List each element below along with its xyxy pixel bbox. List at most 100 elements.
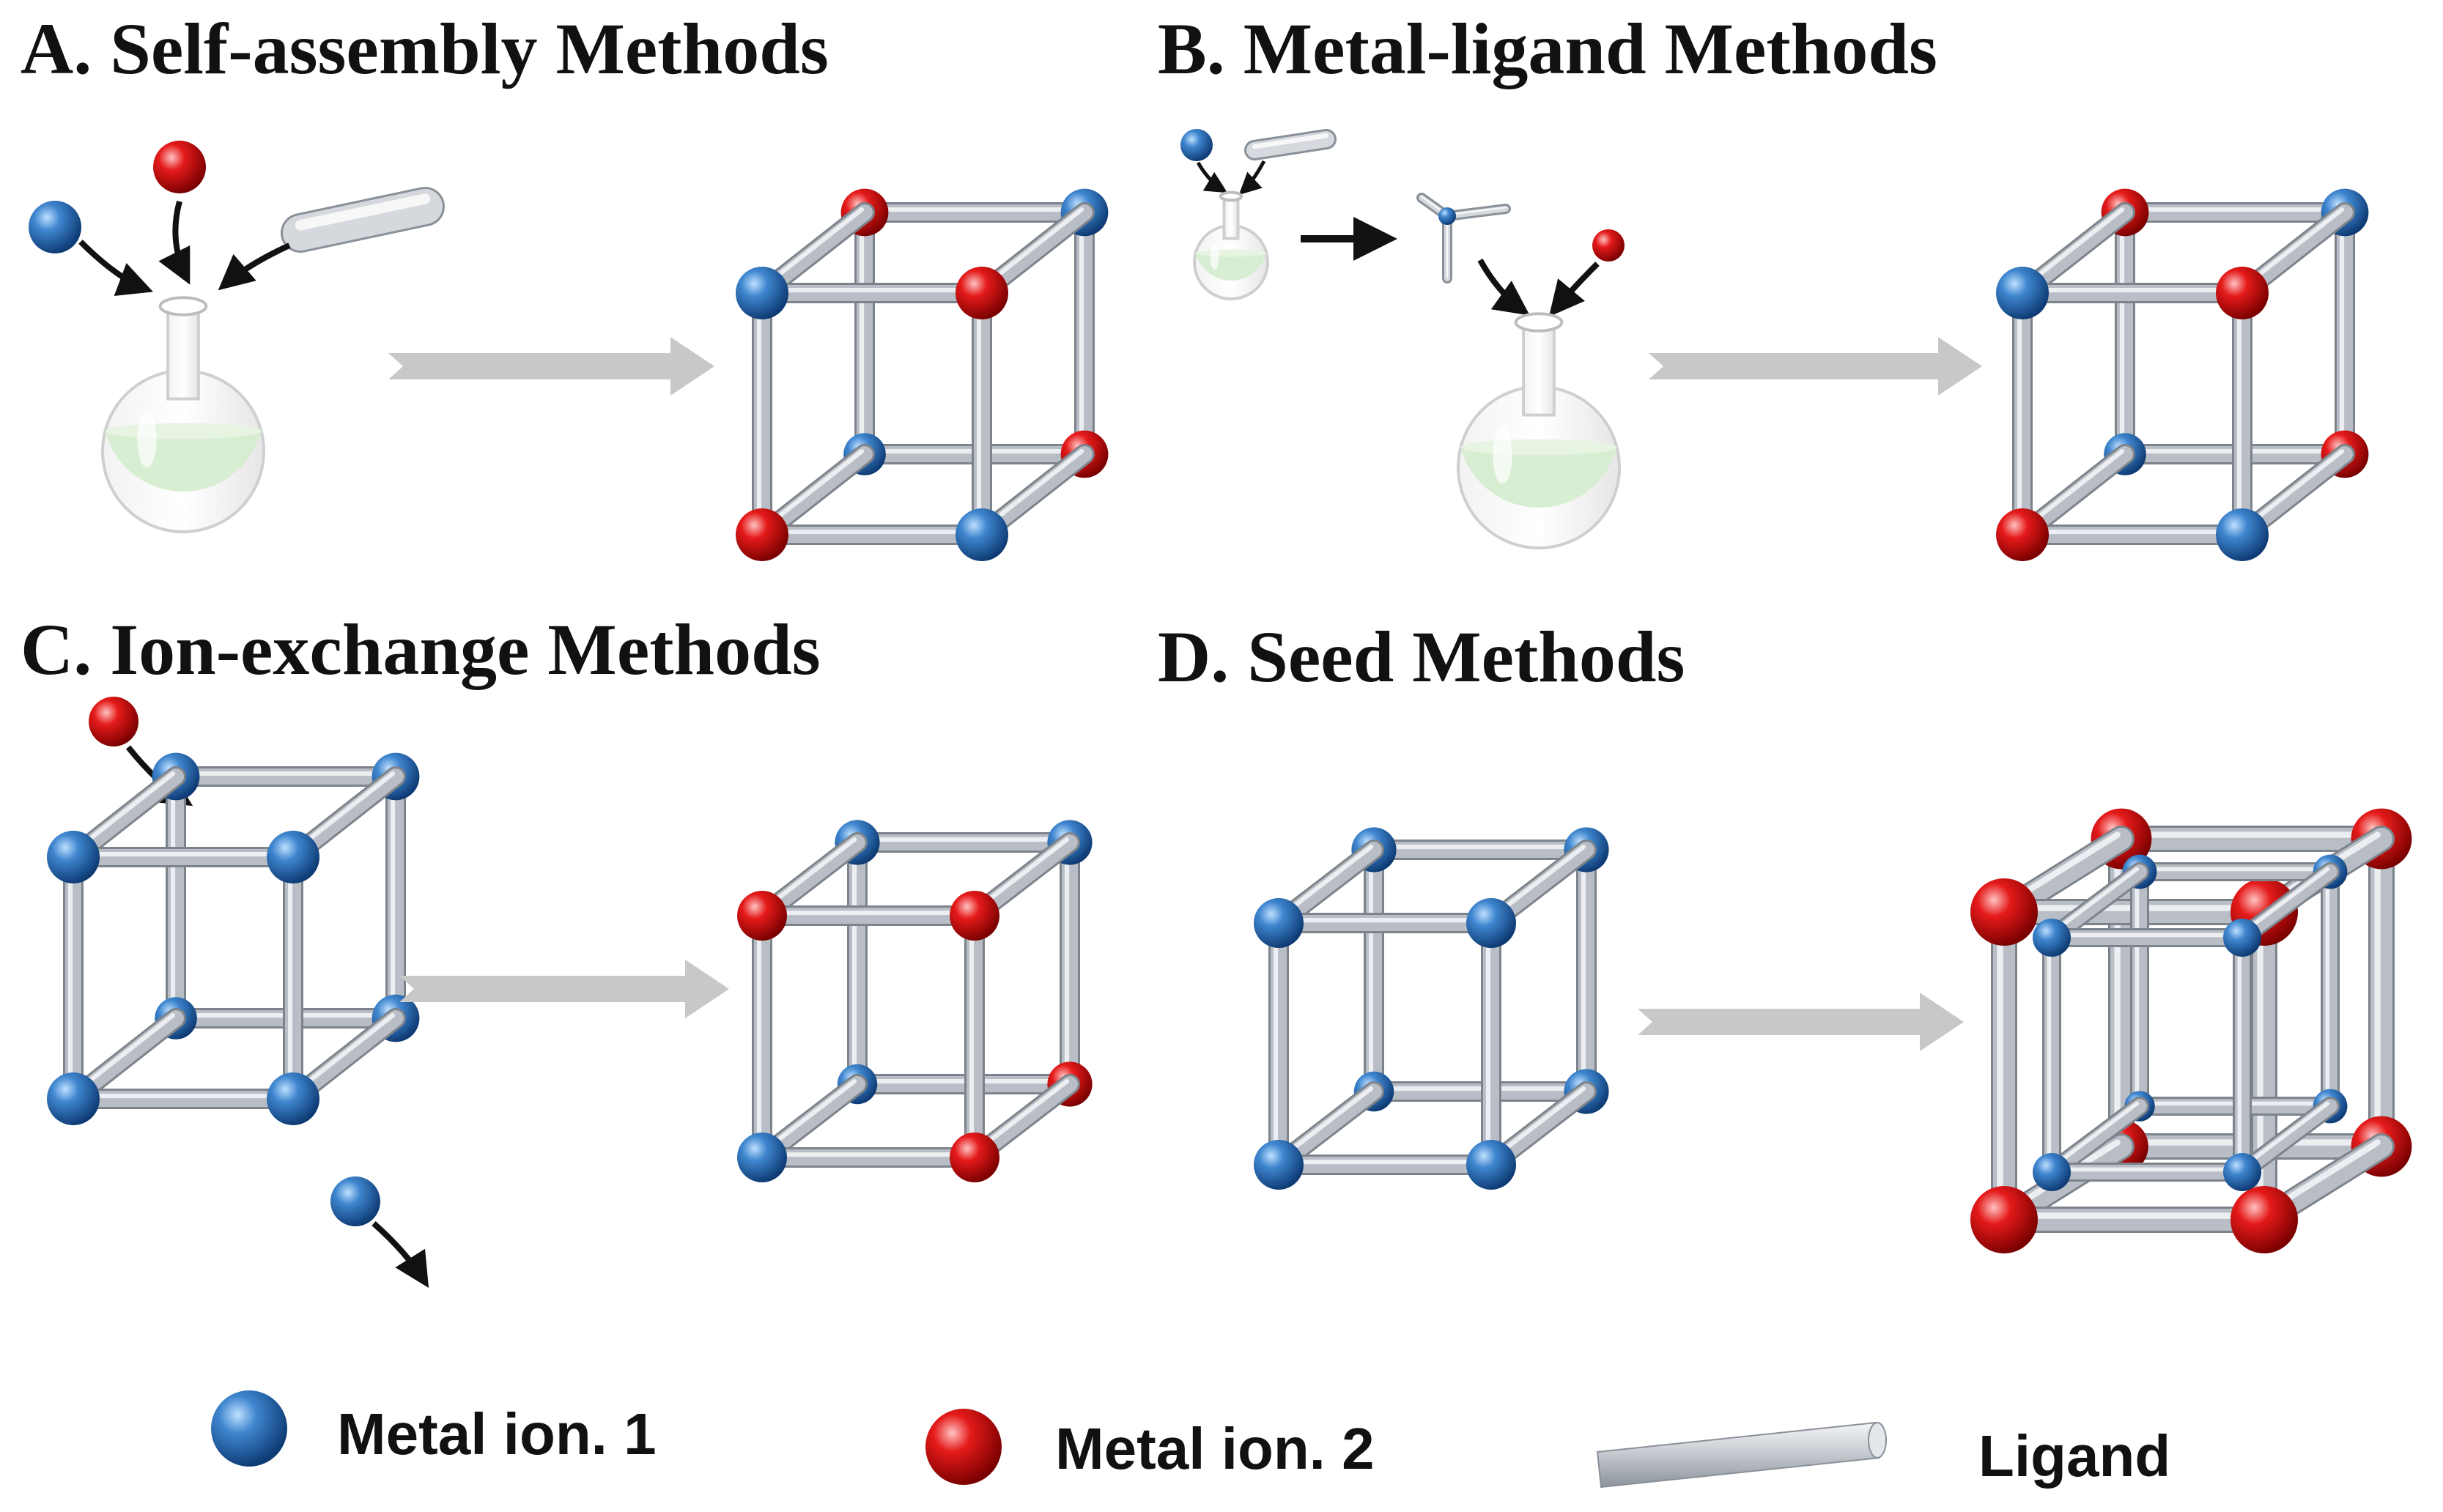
parent-framework <box>47 752 420 1125</box>
legend-ligand-label: Ligand <box>1978 1423 2170 1489</box>
ligand-arm <box>1442 204 1511 221</box>
ligand-rod <box>1364 840 1597 860</box>
metal-ion-2 <box>950 891 999 941</box>
panel-d-illustration <box>1254 808 2412 1253</box>
metal-ion-2 <box>950 1133 999 1182</box>
metal-ion-1 <box>47 831 100 883</box>
ligand-rod <box>63 847 84 1109</box>
ligand-rod <box>2368 826 2395 1160</box>
metal-ion-1 <box>1466 898 1516 948</box>
metal-ion-2 <box>1996 508 2049 561</box>
ligand-rod <box>2232 283 2252 545</box>
outgoing-ion-arrow <box>372 1221 429 1289</box>
panel-b-illustration <box>1180 129 2369 561</box>
flask <box>1457 312 1621 549</box>
process-arrow <box>399 960 729 1018</box>
legend-metal2-label: Metal ion. 2 <box>1055 1416 1375 1481</box>
metal-ion-2 <box>89 697 138 746</box>
ligand-rod <box>752 283 772 545</box>
metal-ion-1 <box>267 831 319 883</box>
metal-ion-1 <box>330 1176 380 1226</box>
legend-metal1-icon <box>211 1390 287 1467</box>
panel-c-illustration <box>47 697 1093 1289</box>
ligand-rod <box>166 766 186 1029</box>
metal-ion-2 <box>2216 267 2269 319</box>
metal-ion-2 <box>736 508 788 561</box>
ligand-rod <box>63 847 303 867</box>
metal-ion-1 <box>29 201 81 253</box>
core-shell-framework <box>1970 808 2412 1253</box>
metal-ion-1 <box>1438 207 1456 225</box>
ligand-rod <box>1364 840 1384 1102</box>
ligand-rod <box>1268 913 1501 933</box>
ligand-rod <box>2115 202 2135 464</box>
ligand-rod <box>2042 928 2061 1182</box>
ligand-rod <box>2012 283 2033 545</box>
ligand-rod <box>1268 1155 1501 1175</box>
panel-b-title: B. Metal-ligand Methods <box>1158 8 1937 89</box>
ligand-rod <box>166 766 406 787</box>
metal-ion-2 <box>1970 878 2038 946</box>
ligand-rod <box>2335 202 2355 464</box>
ligand-rod <box>2233 928 2252 1182</box>
small-flask <box>1193 190 1269 300</box>
ligand-rod <box>2130 862 2340 881</box>
metal-ion-1 <box>956 508 1008 561</box>
ligand-rod <box>1576 840 1597 1102</box>
ligand-rod <box>63 1089 303 1109</box>
metal-ion-1 <box>736 267 788 319</box>
process-arrow <box>1649 337 1982 396</box>
metal-ion-1 <box>267 1072 319 1125</box>
metal-ion-2 <box>1592 229 1625 262</box>
metal-ion-1 <box>1180 129 1213 161</box>
panel-a-illustration <box>29 141 1109 561</box>
legend-ligand-icon <box>1596 1421 1887 1489</box>
metal-ion-2 <box>737 891 787 941</box>
ligand-rod <box>752 905 985 926</box>
ligand-rod <box>2042 928 2252 947</box>
ligand-rod <box>385 766 406 1029</box>
exchanged-framework <box>737 820 1093 1182</box>
ligand-rod <box>847 832 1080 853</box>
process-arrow <box>388 337 714 396</box>
panel-c-title: C. Ion-exchange Methods <box>21 609 821 690</box>
ligand-rod <box>752 525 992 545</box>
inner-seed-framework <box>2033 854 2348 1191</box>
legend-metal1-label: Metal ion. 1 <box>337 1401 657 1467</box>
ligand-rod <box>1364 1081 1597 1102</box>
legend: Metal ion. 1 Metal ion. 2 Ligand <box>211 1390 2170 1489</box>
ligand-rod <box>1991 899 2017 1233</box>
metal-ion-2 <box>153 141 206 193</box>
metal-ion-1 <box>2223 1153 2261 1191</box>
arrow-to-flask <box>78 240 153 296</box>
metal-ion-1 <box>1254 1140 1304 1190</box>
ligand-rod <box>1991 1207 2277 1233</box>
metal-ion-1 <box>737 1133 787 1182</box>
ligand-stick <box>281 187 445 253</box>
panel-d-title: D. Seed Methods <box>1158 616 1685 697</box>
metal-ion-2 <box>956 267 1008 319</box>
metal-ion-1 <box>1996 267 2049 319</box>
ligand-rod <box>283 847 303 1109</box>
seed-framework <box>1254 827 1609 1190</box>
mixed-metal-framework <box>1996 188 2369 561</box>
ligand-rod <box>752 905 772 1168</box>
mixed-metal-framework <box>736 188 1109 561</box>
ligand-rod <box>2321 862 2340 1116</box>
ligand-rod <box>2012 283 2252 303</box>
metal-ion-1 <box>47 1072 100 1125</box>
ligand-rod <box>972 283 992 545</box>
ligand-rod <box>2042 1163 2252 1182</box>
metal-ion-2 <box>1970 1186 2038 1253</box>
arrow-to-flask <box>158 200 191 285</box>
ligand-rod <box>1481 913 1501 1175</box>
ligand-rod <box>964 905 985 1168</box>
ligand-rod <box>847 1074 1080 1094</box>
arrow-to-flask <box>1196 161 1228 193</box>
process-arrow <box>1638 993 1964 1051</box>
flask <box>101 296 265 533</box>
ligand-stick <box>1244 129 1337 160</box>
arrow-to-flask <box>1238 160 1266 196</box>
arrow-to-flask <box>1548 262 1600 317</box>
